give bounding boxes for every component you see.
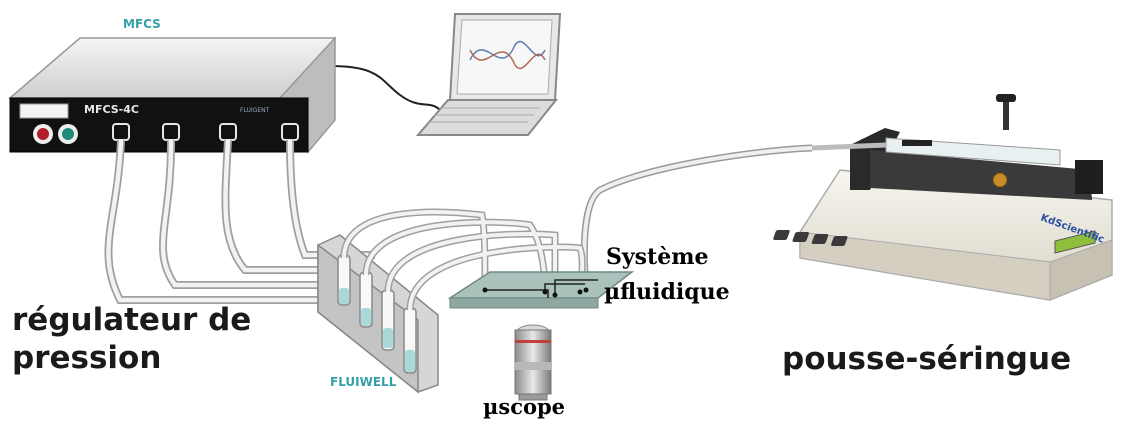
fluiwell-label: FLUIWELL [330, 375, 397, 389]
brand-logo: FLUIGENT [240, 107, 270, 114]
syringe-pump: KdScientific [773, 94, 1113, 301]
mfcs-label: MFCS [123, 17, 161, 31]
pousse-seringue-label: pousse-séringue [782, 341, 1072, 377]
regulateur-label-line2: pression [12, 340, 162, 376]
regulateur-label-line1: régulateur de [12, 302, 252, 338]
systeme-label-line1: Système [606, 244, 709, 270]
laptop-icon [415, 13, 562, 136]
mfcs-controller: FLUIGENT [7, 36, 337, 154]
device-model-label: MFCS-4C [84, 103, 139, 116]
microfluidic-chip [447, 271, 635, 309]
laptop-cable [329, 65, 441, 111]
fluiwell-reservoir [317, 234, 439, 394]
microscope-objective [514, 324, 552, 401]
systeme-label-line2: µfluidique [604, 279, 730, 305]
pressure-tubing [104, 139, 375, 304]
syringe-tubing [580, 144, 813, 291]
microscope-label: µscope [483, 394, 566, 419]
